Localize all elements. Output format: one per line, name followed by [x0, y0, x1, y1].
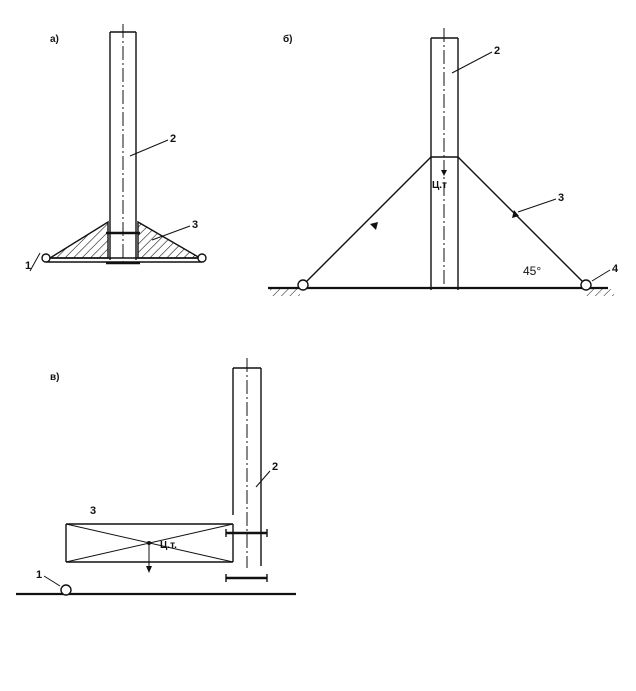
panel-a-callout-2: 2: [170, 133, 176, 145]
panel-v-cg-marker: [146, 541, 152, 573]
panel-b-arrow-right: [512, 210, 519, 218]
panel-a-pin-right: [197, 253, 207, 263]
panel-v-label: в): [50, 372, 59, 383]
panel-b: б) Ц.т 2 3 45° 4: [268, 28, 619, 296]
panel-v-clamp-upper: [225, 529, 268, 537]
panel-b-sling-left: [302, 156, 432, 286]
panel-v-clamp-lower: [225, 574, 268, 582]
panel-b-callout-4: 4: [612, 263, 619, 275]
panel-b-cg-marker: [441, 160, 447, 176]
panel-b-arrow-left: [370, 222, 378, 230]
panel-b-callout-3: 3: [558, 192, 564, 204]
panel-b-cg-label: Ц.т: [432, 180, 447, 191]
panel-v-callout-3: 3: [90, 505, 96, 517]
panel-v-pin: [60, 584, 72, 596]
panel-a: а) 1 2 3: [25, 24, 207, 272]
panel-v-callout-2: 2: [272, 461, 278, 473]
panel-a-mast: [109, 24, 137, 262]
panel-b-label: б): [283, 33, 293, 45]
panel-a-pin-left: [41, 253, 51, 263]
panel-b-pin-right: [580, 279, 592, 291]
panel-b-pin-left: [297, 279, 309, 291]
panel-a-label: а): [50, 34, 59, 45]
panel-b-callout-2: 2: [494, 45, 500, 57]
panel-a-callout-3: 3: [192, 219, 198, 231]
panel-b-sling-right: [457, 156, 587, 286]
panel-v-callout-1: 1: [36, 569, 42, 581]
panel-b-angle-label: 45°: [523, 264, 541, 278]
panel-a-callout-1: 1: [25, 260, 31, 272]
panel-v-cg-label: Ц.т.: [160, 540, 177, 551]
